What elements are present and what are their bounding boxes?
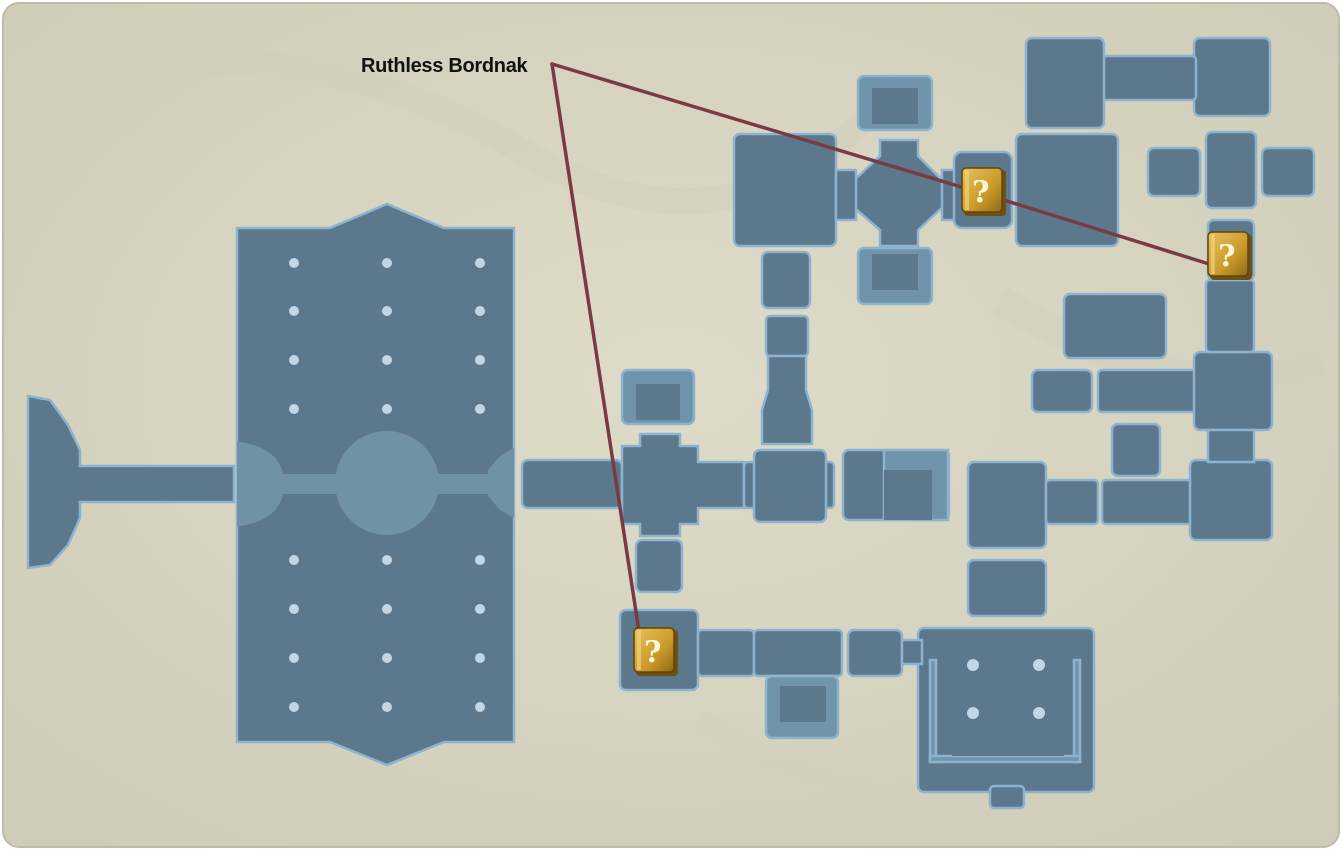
svg-text:?: ? — [1218, 239, 1236, 274]
lower-chamber — [900, 558, 1096, 810]
lore-book-icon[interactable]: ? — [961, 167, 1006, 216]
svg-text:?: ? — [972, 175, 990, 210]
eastern-section — [966, 36, 1316, 550]
pillars — [289, 258, 485, 712]
great-hall — [235, 202, 516, 767]
lore-book-icon[interactable]: ? — [1207, 231, 1252, 280]
entrance-wing — [26, 394, 236, 570]
boss-name-label: Ruthless Bordnak — [361, 55, 528, 77]
lore-book-icon[interactable]: ? — [633, 627, 678, 676]
middle-section — [520, 250, 951, 740]
svg-text:?: ? — [644, 635, 662, 670]
boss-pointer-lines — [550, 62, 1224, 640]
